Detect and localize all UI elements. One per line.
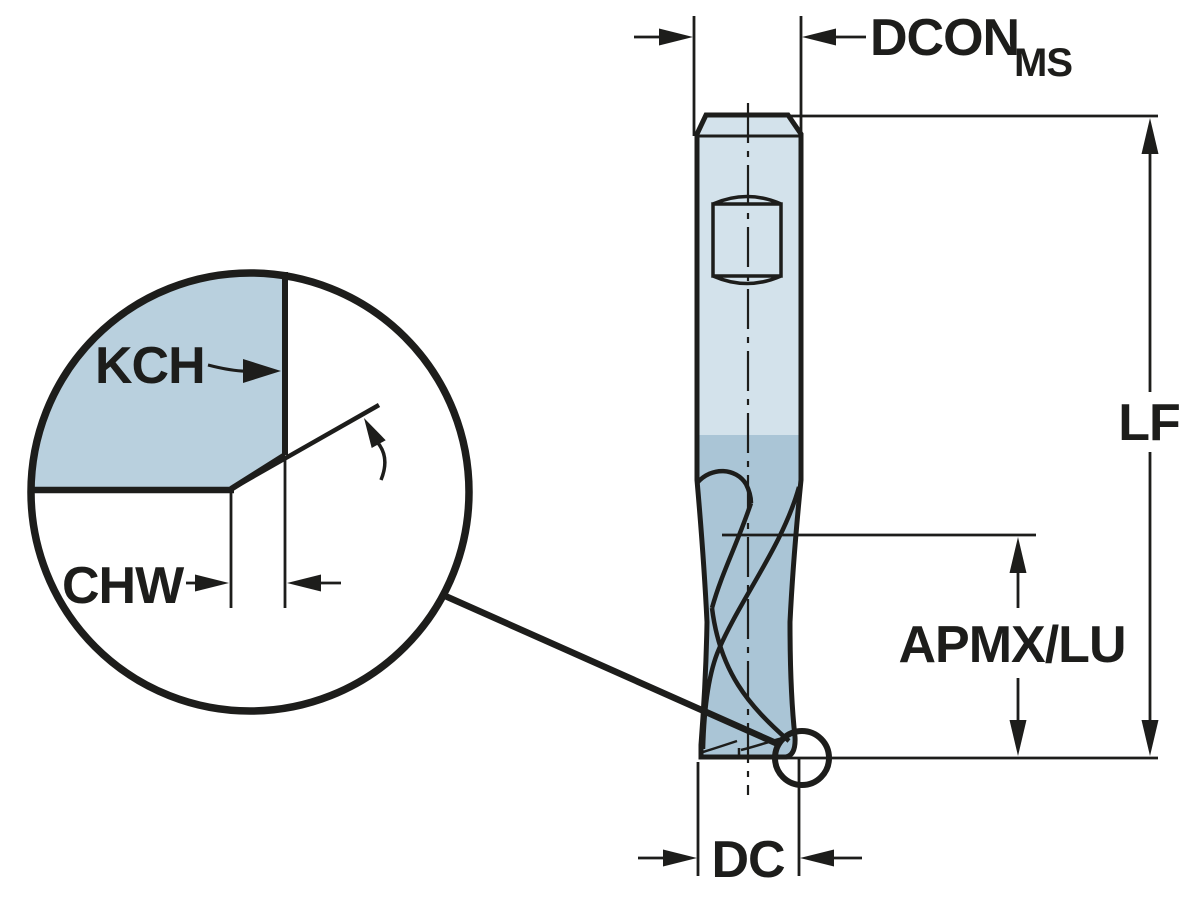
dimension-dc: DC	[638, 758, 862, 889]
chamfer-detail-view: KCH CHW	[27, 269, 780, 747]
dc-label: DC	[711, 831, 785, 889]
flute-edge-top	[695, 468, 754, 504]
detail-leader-line	[441, 592, 780, 747]
dc-arrow-right-head	[800, 849, 834, 867]
kch-leader-head	[243, 359, 281, 383]
end-edge-left	[702, 739, 738, 754]
kch-label: KCH	[95, 337, 205, 395]
lf-arrow-down	[1141, 720, 1159, 756]
dcon-arrow-right-head	[802, 28, 836, 46]
detail-chamfer-region	[31, 272, 285, 490]
flute-edge-lower-right	[709, 607, 791, 743]
lf-arrow-up	[1141, 118, 1159, 154]
chw-arrow-right-head	[287, 574, 321, 592]
chamfer-angle-line	[231, 403, 381, 490]
tool-outline	[694, 112, 804, 760]
dcon-sub-label: MS	[1014, 41, 1072, 85]
tool-body	[694, 103, 804, 795]
angle-arrow-tail	[376, 441, 387, 481]
dimension-apmx: APMX/LU	[722, 533, 1127, 756]
chw-label: CHW	[62, 557, 185, 615]
dimension-lf: LF	[788, 114, 1181, 756]
lf-label: LF	[1118, 394, 1180, 452]
dcon-arrow-left-head	[659, 28, 693, 46]
chw-arrow-left-head	[195, 574, 229, 592]
flute-edge-left	[709, 502, 754, 609]
apmx-arrow-up	[1009, 537, 1027, 573]
apmx-arrow-down	[1009, 720, 1027, 756]
apmx-label: APMX/LU	[899, 616, 1126, 674]
dimension-dcon: DCON MS	[634, 9, 1073, 146]
dcon-label: DCON	[870, 9, 1019, 67]
detail-target-circle	[772, 728, 832, 788]
detail-circle-outline	[27, 269, 473, 715]
angle-arrow-head	[364, 418, 386, 448]
dc-arrow-left-head	[663, 849, 697, 867]
